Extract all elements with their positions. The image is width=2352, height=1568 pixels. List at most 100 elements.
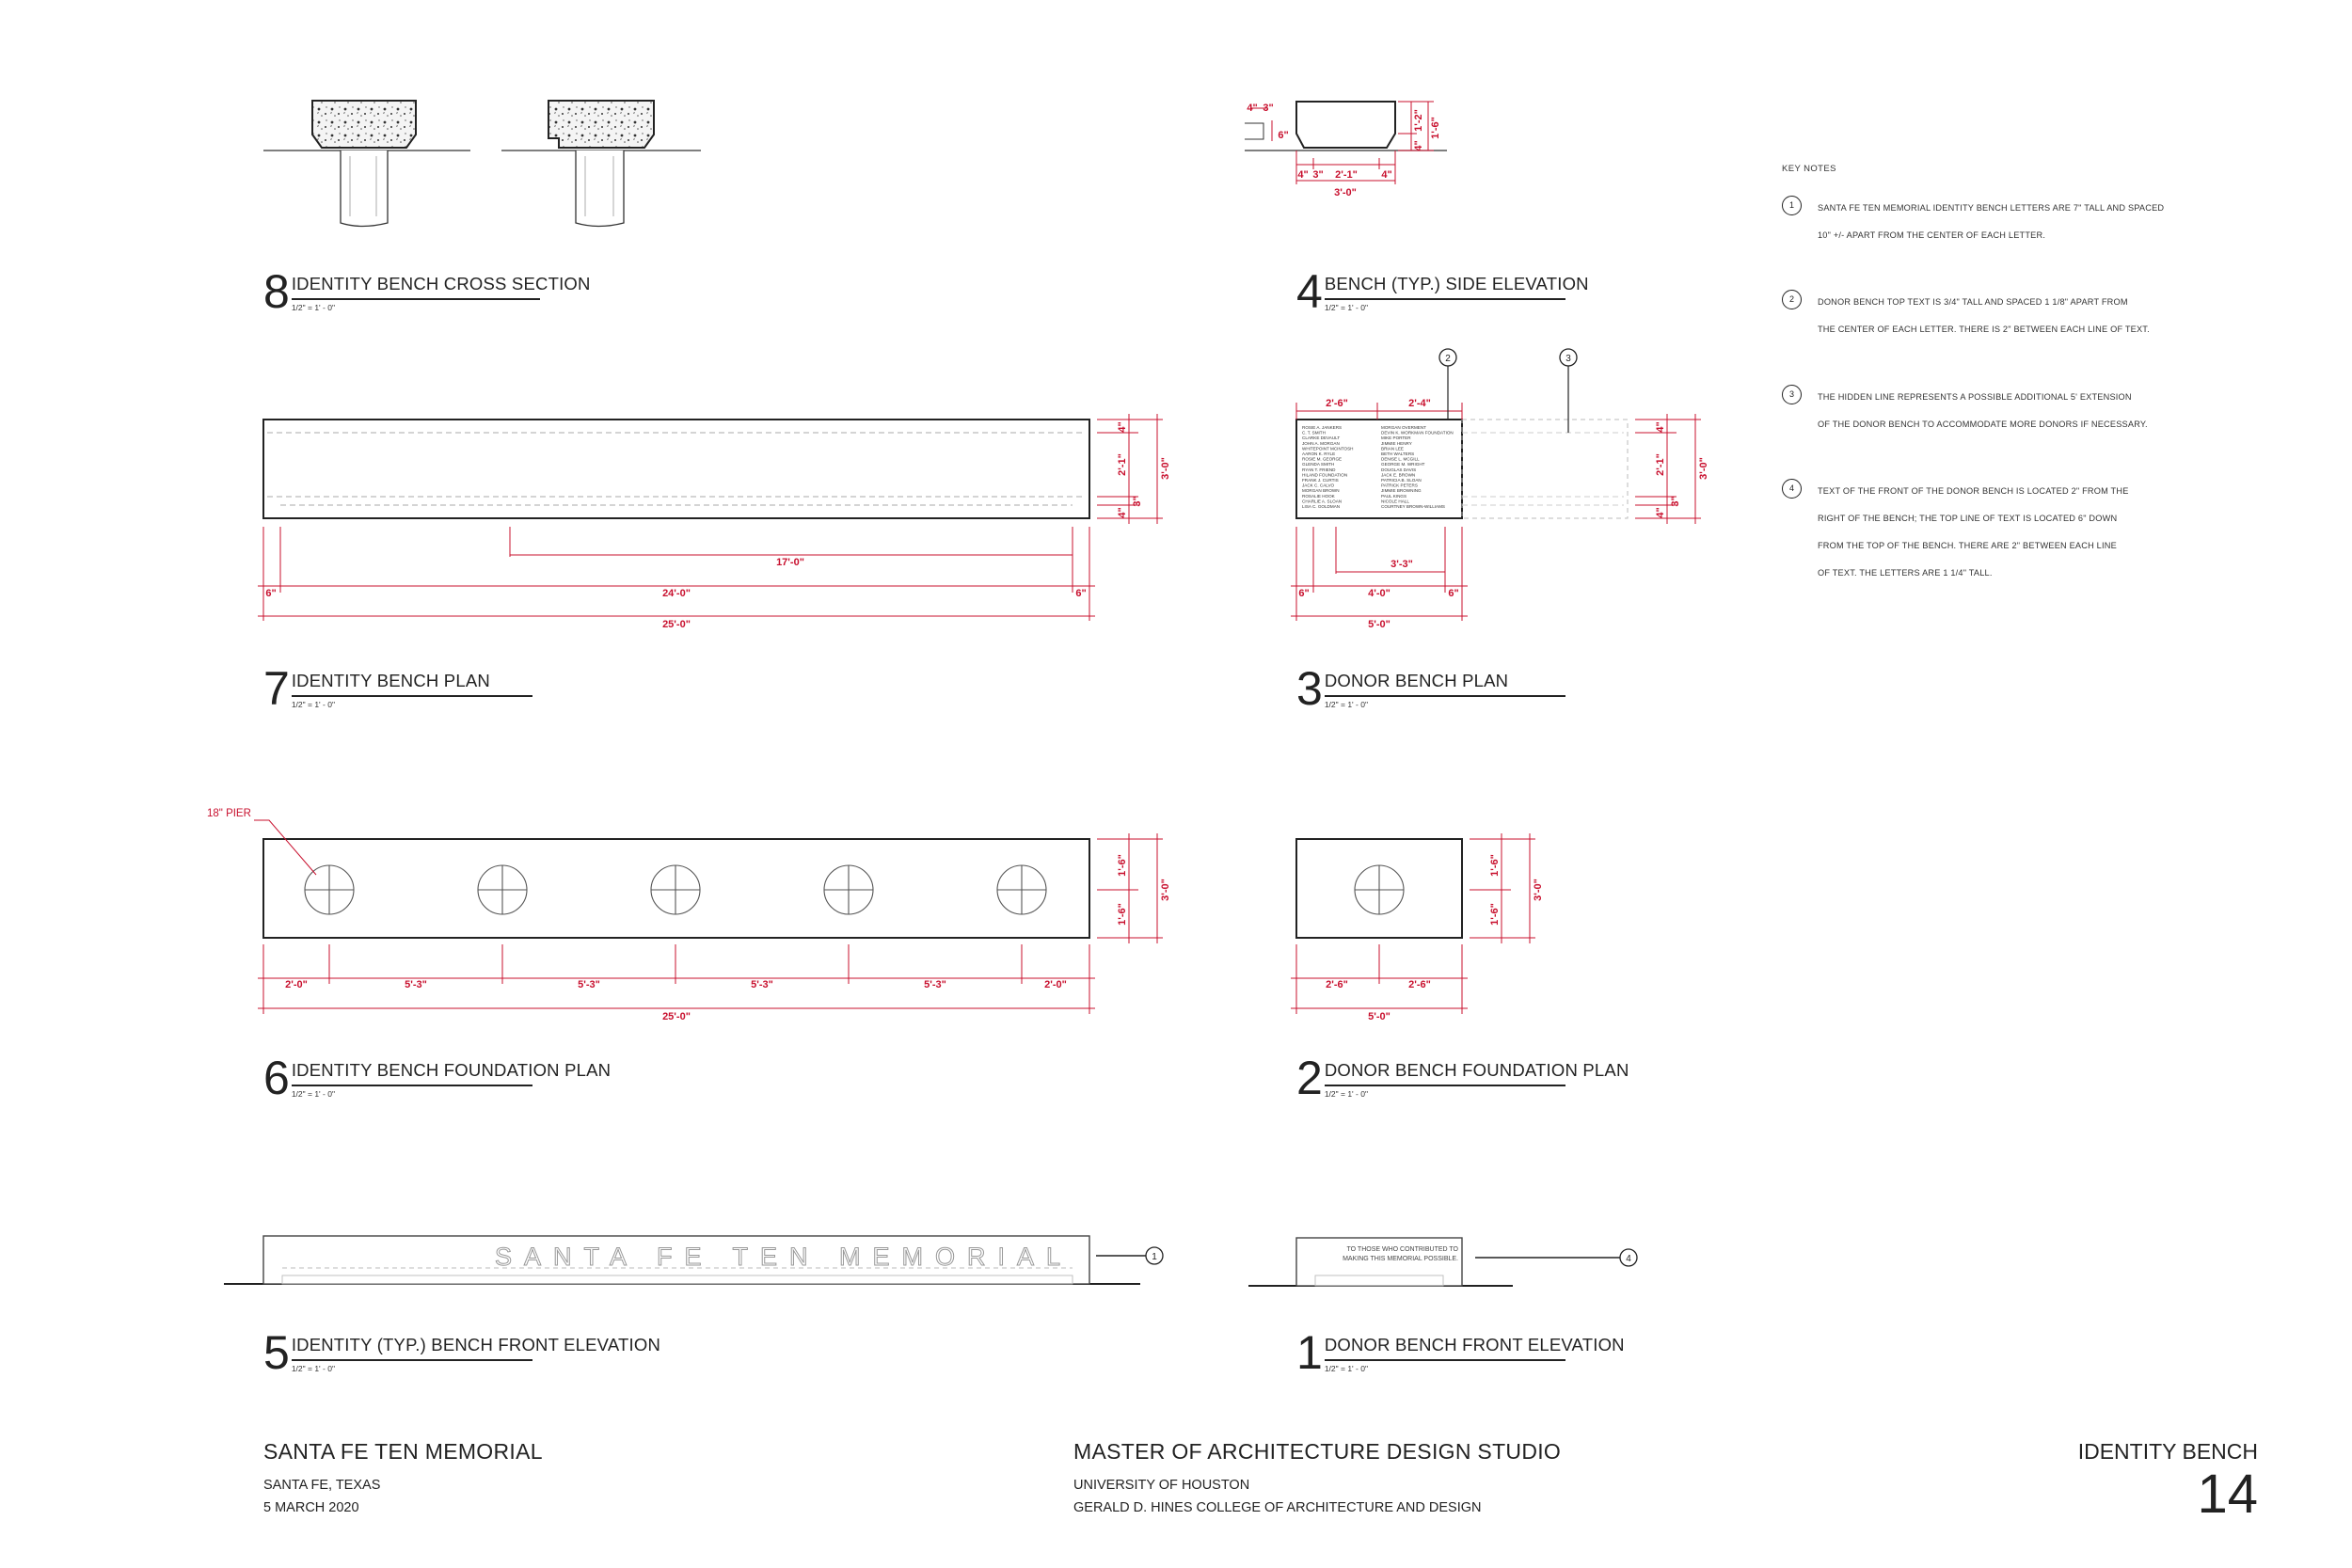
dim-d6-f: 2'-0": [1044, 979, 1067, 990]
dim-d2-b: 2'-6": [1408, 979, 1431, 990]
drawing-title: DONOR BENCH FRONT ELEVATION: [1324, 1335, 1625, 1361]
dim-d7-f: 4": [1117, 421, 1128, 432]
drawing-title: IDENTITY BENCH CROSS SECTION: [291, 274, 590, 300]
dim-d7-a: 17'-0": [776, 557, 804, 568]
dim-d4-h: 3'-0": [1334, 187, 1357, 198]
drawing-number: 8: [263, 265, 290, 318]
drawing-number: 7: [263, 662, 290, 715]
dim-d2-e: 1'-6": [1489, 903, 1501, 926]
dim-d3-a: 2'-6": [1326, 398, 1348, 409]
donor-bench-text-line2: MAKING THIS MEMORIAL POSSIBLE.: [1343, 1256, 1458, 1262]
dim-d7-g: 2'-1": [1117, 453, 1128, 476]
dim-d3-c: 3'-3": [1391, 559, 1413, 570]
drawing-number: 1: [1296, 1326, 1323, 1379]
dim-d3-f: 6": [1448, 588, 1458, 599]
drawing-scale: 1/2" = 1' - 0": [291, 1089, 335, 1099]
dim-d3-j: 3": [1670, 496, 1681, 506]
donor-name: JACK E. BROWN: [1381, 472, 1415, 477]
dim-d7-d: 6": [1075, 588, 1086, 599]
donor-name: JACK C. CALVO: [1302, 483, 1335, 488]
dim-d6-a: 2'-0": [285, 979, 308, 990]
donor-name: BRIAN LEE: [1381, 446, 1404, 451]
donor-name: MIKE PORTER: [1381, 436, 1411, 440]
donor-name: JIMMIE BROWNING: [1381, 488, 1422, 493]
dim-d6-d: 5'-3": [751, 979, 773, 990]
donor-name: NICOLE HALL: [1381, 499, 1409, 503]
svg-text:4: 4: [1626, 1254, 1631, 1264]
donor-name: PATRICIA B. SLOAN: [1381, 478, 1422, 483]
donor-name: JIMMIE HENRY: [1381, 441, 1412, 446]
dim-d6-i: 1'-6": [1117, 903, 1128, 926]
drawing-scale: 1/2" = 1' - 0": [1324, 1364, 1368, 1373]
key-note-text: THE HIDDEN LINE REPRESENTS A POSSIBLE AD…: [1818, 392, 2148, 429]
drawing-scale: 1/2" = 1' - 0": [1324, 700, 1368, 709]
drawing-label-8: 8 IDENTITY BENCH CROSS SECTION 1/2" = 1' …: [263, 265, 590, 318]
donor-name: AARON K. RYLE: [1302, 451, 1335, 456]
callout-bubbles: 2 3 1 4: [1145, 348, 1638, 1267]
donor-name: ROSIE A. JANKERS: [1302, 425, 1342, 430]
donor-name: JOHN A. MORGAN: [1302, 441, 1340, 446]
identity-bench-front-elevation: [224, 1235, 1146, 1285]
key-note-number: 4: [1782, 479, 1802, 499]
dim-d4-a: 4": [1247, 103, 1257, 114]
identity-bench-plan: [258, 414, 1163, 621]
svg-text:2: 2: [1445, 354, 1451, 364]
drawing-scale: 1/2" = 1' - 0": [291, 1364, 335, 1373]
dim-d4-e: 3": [1312, 169, 1323, 181]
sheet-title: IDENTITY BENCH: [2077, 1439, 2258, 1464]
drawing-title: IDENTITY BENCH FOUNDATION PLAN: [291, 1060, 611, 1086]
drawing-label-1: 1 DONOR BENCH FRONT ELEVATION 1/2" = 1' -…: [1296, 1326, 1625, 1379]
donor-name: DOUGLAS DAVIS: [1381, 467, 1416, 472]
donor-name: LISA C. GOLDMAN: [1302, 504, 1340, 509]
drawing-title: BENCH (TYP.) SIDE ELEVATION: [1324, 274, 1589, 300]
bench-side-elevation: [1245, 101, 1447, 184]
dim-d3-b: 2'-4": [1408, 398, 1431, 409]
dim-d7-e: 25'-0": [662, 619, 691, 630]
donor-name: WHITEPOINT MCINTOSH: [1302, 446, 1353, 451]
project-date: 5 MARCH 2020: [263, 1500, 359, 1515]
drawing-scale: 1/2" = 1' - 0": [291, 303, 335, 312]
drawing-number: 2: [1296, 1052, 1323, 1104]
dim-d4-j: 1'-6": [1430, 117, 1441, 139]
sheet-number: 14: [2197, 1464, 2258, 1525]
dim-d7-j: 3'-0": [1160, 457, 1171, 480]
donor-name: HILAND FOUNDATION: [1302, 472, 1347, 477]
donor-name: COURTNEY BROWN-WILLIAMS: [1381, 504, 1445, 509]
donor-name: GEORGE M. WRIGHT: [1381, 462, 1425, 467]
drawing-number: 4: [1296, 265, 1323, 318]
project-info: SANTA FE TEN MEMORIAL SANTA FE, TEXAS 5 M…: [263, 1439, 543, 1519]
dim-d4-i: 1'-2": [1413, 109, 1424, 132]
dim-d6-b: 5'-3": [405, 979, 427, 990]
identity-bench-cross-section: [263, 100, 701, 228]
drawing-number: 6: [263, 1052, 290, 1104]
dim-d4-f: 2'-1": [1335, 169, 1358, 181]
donor-bench-front-elevation: [1248, 1237, 1620, 1287]
drawing-title: IDENTITY BENCH PLAN: [291, 671, 532, 697]
key-note-text: DONOR BENCH TOP TEXT IS 3/4" TALL AND SP…: [1818, 297, 2150, 334]
dim-d7-c: 24'-0": [662, 588, 691, 599]
donor-name: ROSALIE HOOK: [1302, 494, 1336, 499]
donor-name: DEVIN K. WORKMAN FOUNDATION: [1381, 431, 1454, 436]
dim-d2-c: 5'-0": [1368, 1011, 1391, 1022]
dim-d3-e: 4'-0": [1368, 588, 1391, 599]
drawing-scale: 1/2" = 1' - 0": [1324, 303, 1368, 312]
dim-d4-c: 6": [1278, 130, 1288, 141]
donor-bench-text-line1: TO THOSE WHO CONTRIBUTED TO: [1347, 1246, 1459, 1253]
key-notes-title: KEY NOTES: [1782, 164, 1836, 174]
identity-bench-engraving: SANTA FE TEN MEMORIAL: [495, 1243, 1073, 1271]
project-title: SANTA FE TEN MEMORIAL: [263, 1439, 543, 1464]
donor-name: DENISE L. MCGILL: [1381, 457, 1420, 462]
dim-d3-l: 3'-0": [1698, 457, 1709, 480]
project-location: SANTA FE, TEXAS: [263, 1478, 381, 1493]
dim-d4-d: 4": [1297, 169, 1308, 181]
donor-bench-foundation-plan: [1291, 833, 1535, 1014]
dim-d6-g: 25'-0": [662, 1011, 691, 1022]
key-note-text: TEXT OF THE FRONT OF THE DONOR BENCH IS …: [1818, 486, 2129, 578]
drawing-title: DONOR BENCH FOUNDATION PLAN: [1324, 1060, 1629, 1086]
donor-name: PAUL KINGS: [1381, 494, 1406, 499]
dim-d7-b: 6": [265, 588, 276, 599]
